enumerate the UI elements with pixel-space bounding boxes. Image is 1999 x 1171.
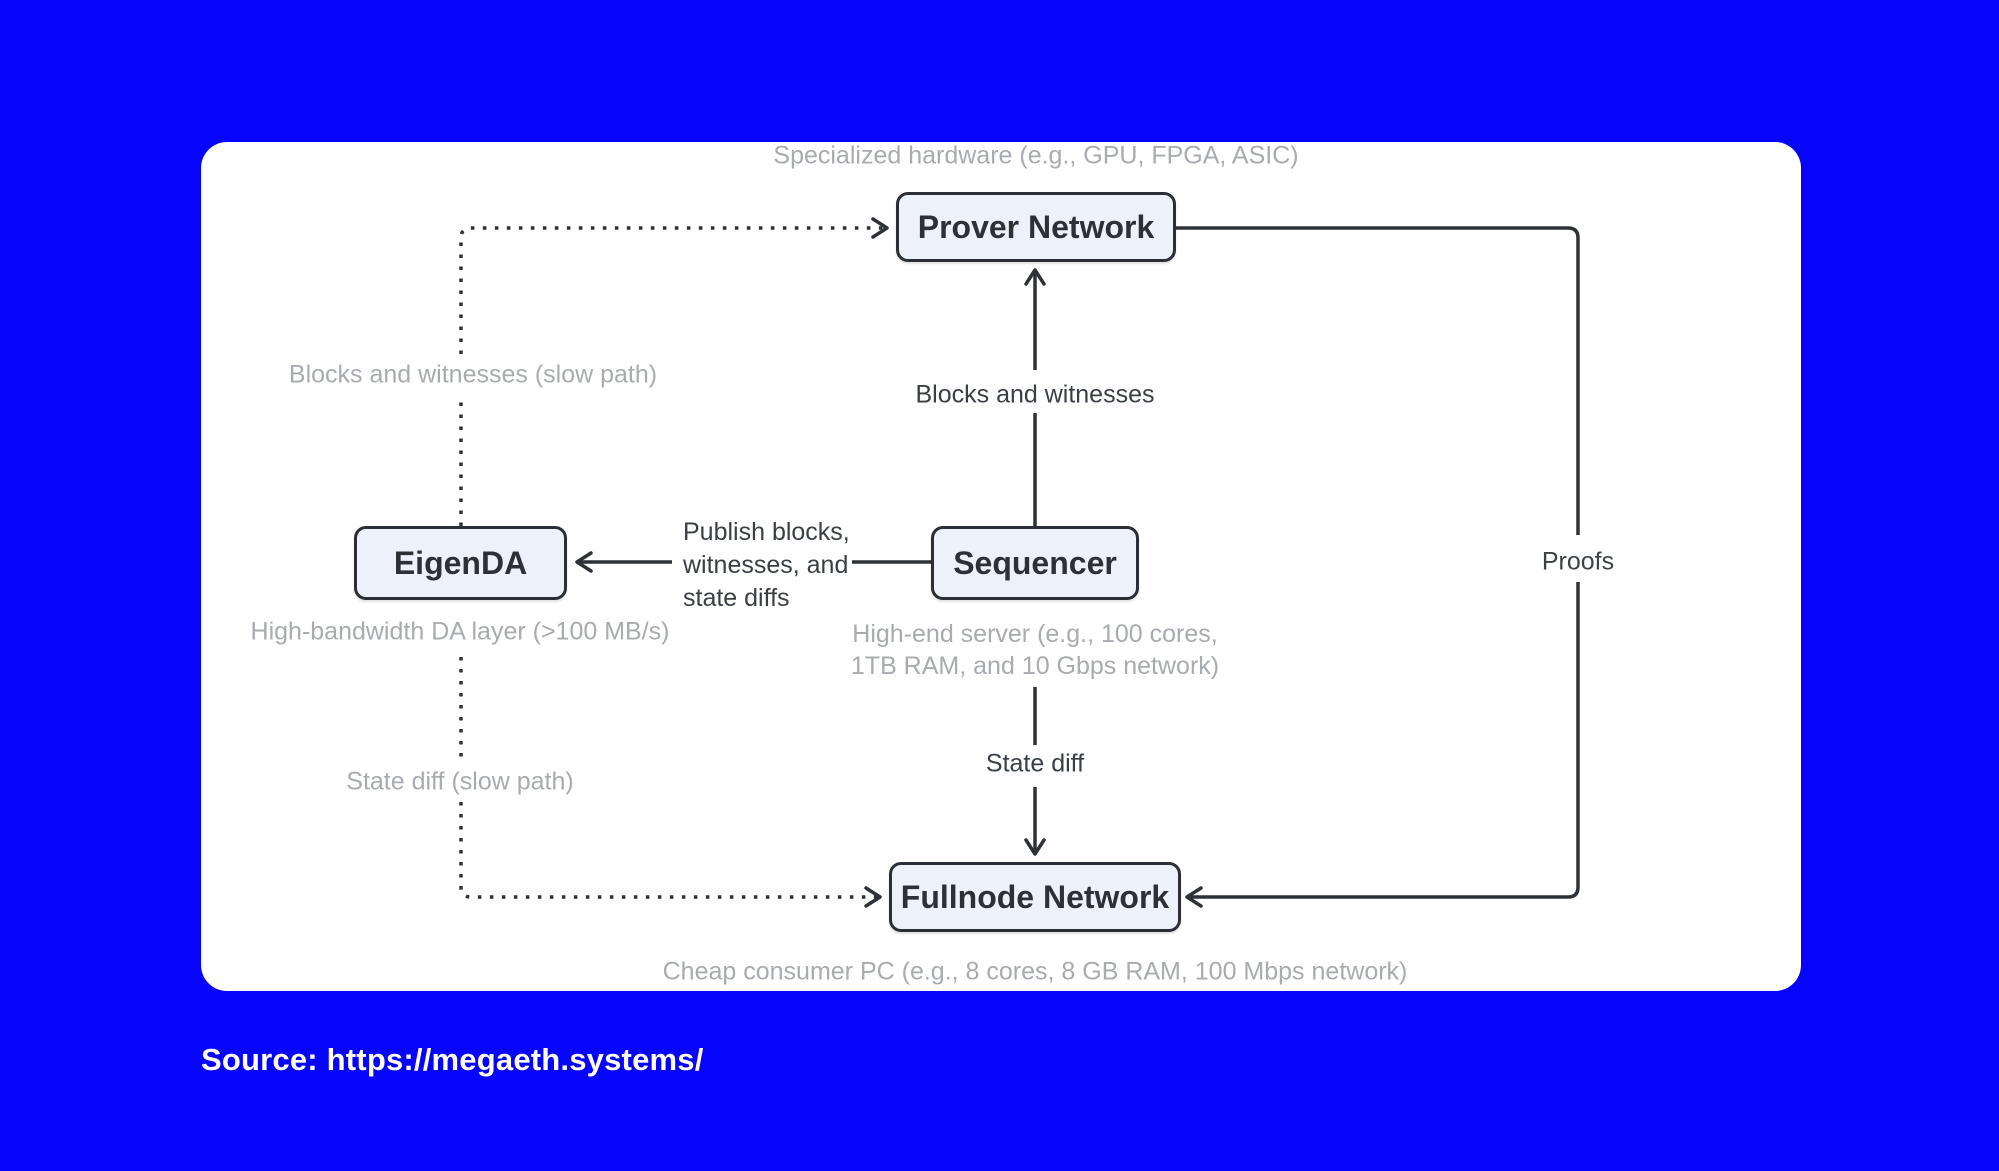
node-prover-network: Prover Network [896,192,1176,262]
node-fullnode-network: Fullnode Network [889,862,1181,932]
publish-label-line-1: Publish blocks, [683,518,850,546]
edge-eigenda-to-prover-upper [459,217,889,354]
eigenda-hardware-caption: High-bandwidth DA layer (>100 MB/s) [250,617,670,646]
edge-label-state-diff: State diff [985,749,1085,778]
sequencer-caption-line-1: High-end server (e.g., 100 cores, [852,620,1218,648]
edge-label-proofs: Proofs [1541,547,1615,576]
prover-hardware-caption: Specialized hardware (e.g., GPU, FPGA, A… [773,141,1299,170]
node-sequencer: Sequencer [931,526,1139,600]
diagram-card: Prover Network EigenDA Sequencer Fullnod… [201,141,1801,991]
sequencer-hardware-caption: High-end server (e.g., 100 cores, 1TB RA… [851,618,1219,682]
fullnode-hardware-caption: Cheap consumer PC (e.g., 8 cores, 8 GB R… [662,957,1408,986]
edge-label-publish-blocks: Publish blocks, witnesses, and state dif… [683,516,850,615]
edge-prover-to-fullnode-upper [1176,226,1580,535]
edge-label-blocks-witnesses-slow-path: Blocks and witnesses (slow path) [288,360,658,389]
edge-label-state-diff-slow-path: State diff (slow path) [346,767,574,796]
diagram-edges-layer [459,217,1580,908]
publish-label-line-3: state diffs [683,584,790,612]
publish-label-line-2: witnesses, and [683,551,849,579]
edge-eigenda-to-fullnode-lower [459,802,882,908]
sequencer-caption-line-2: 1TB RAM, and 10 Gbps network) [850,652,1220,680]
edge-prover-to-fullnode-lower [1185,582,1580,908]
edge-label-blocks-and-witnesses: Blocks and witnesses [915,380,1155,409]
node-eigenda: EigenDA [354,526,567,600]
source-attribution: Source: https://megaeth.systems/ [201,1042,704,1077]
